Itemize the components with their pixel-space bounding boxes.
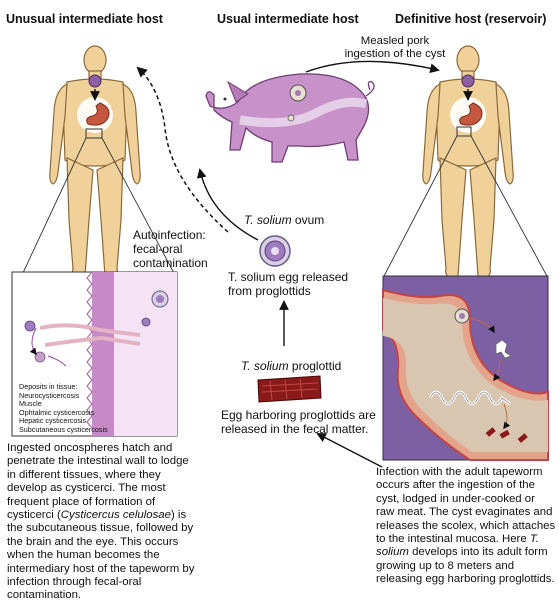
caption-left-pre: Ingested oncospheres hatch and penetrate… (7, 442, 189, 522)
label-ovum: T. solium ovum (244, 213, 325, 227)
header-definitive-host: Definitive host (reservoir) (395, 12, 547, 26)
label-proglottid: T. solium proglottid (241, 359, 342, 373)
tissue-panel (11, 271, 178, 437)
label-measled-pork: Measled pork ingestion of the cyst (344, 35, 446, 61)
proglottid-icon (257, 375, 322, 403)
label-autoinfection: Autoinfection: fecal-oral contamination (133, 228, 208, 270)
arrow-adult-to-proglottids (316, 433, 383, 468)
stomach-icon (459, 102, 483, 126)
tissue-deposit-item: Muscle (19, 399, 42, 409)
stomach-icon (86, 102, 110, 126)
caption-left-italic: Cysticercus celulosae (60, 509, 171, 522)
pig-illustration (205, 73, 375, 163)
arrow-egg-to-pig (196, 168, 259, 241)
ovum-rest: ovum (291, 213, 325, 227)
label-egg-harboring: Egg harboring proglottids are released i… (221, 408, 376, 436)
header-usual-host: Usual intermediate host (217, 12, 359, 26)
tissue-deposits-title: Deposits in tissue: (19, 382, 78, 391)
caption-right-post: develops into its adult form growing up … (376, 546, 555, 586)
caption-right-italic: T. solium (376, 533, 539, 559)
tissue-deposit-item: Neurocysticercosis (19, 390, 80, 400)
caption-unusual-host: Ingested oncospheres hatch and penetrate… (7, 442, 197, 603)
tissue-deposits-list: Deposits in tissue: Neurocysticercosis M… (19, 382, 109, 435)
tissue-deposit-item: Ophtalmic cysticercosis (19, 407, 95, 417)
arrow-pork-ingestion (305, 60, 440, 74)
ingested-cyst-icon (461, 74, 475, 88)
caption-left-post: ) is the subcutaneous tissue, followed b… (7, 509, 195, 602)
caption-definitive-host: Infection with the adult tapeworm occurs… (376, 466, 556, 587)
ovum-species: T. solium (244, 213, 292, 227)
proglottid-rest: proglottid (288, 359, 342, 373)
proglottid-species: T. solium (241, 359, 289, 373)
definitive-host-human (382, 45, 549, 279)
caption-right-pre: Infection with the adult tapeworm occurs… (376, 466, 556, 546)
ovum-icon (259, 235, 291, 267)
unusual-host-human (21, 45, 176, 279)
intestine-panel (382, 275, 549, 461)
arrow-autoinfection (136, 66, 229, 233)
label-egg-released: T. solium egg released from proglottids (228, 270, 349, 298)
header-unusual-host: Unusual intermediate host (6, 12, 163, 26)
tissue-deposit-item: Subcutaneous cysticercosis (19, 424, 108, 434)
tissue-deposit-item: Hepatic cysticercosis (19, 416, 87, 426)
ingested-egg-icon (88, 74, 102, 88)
